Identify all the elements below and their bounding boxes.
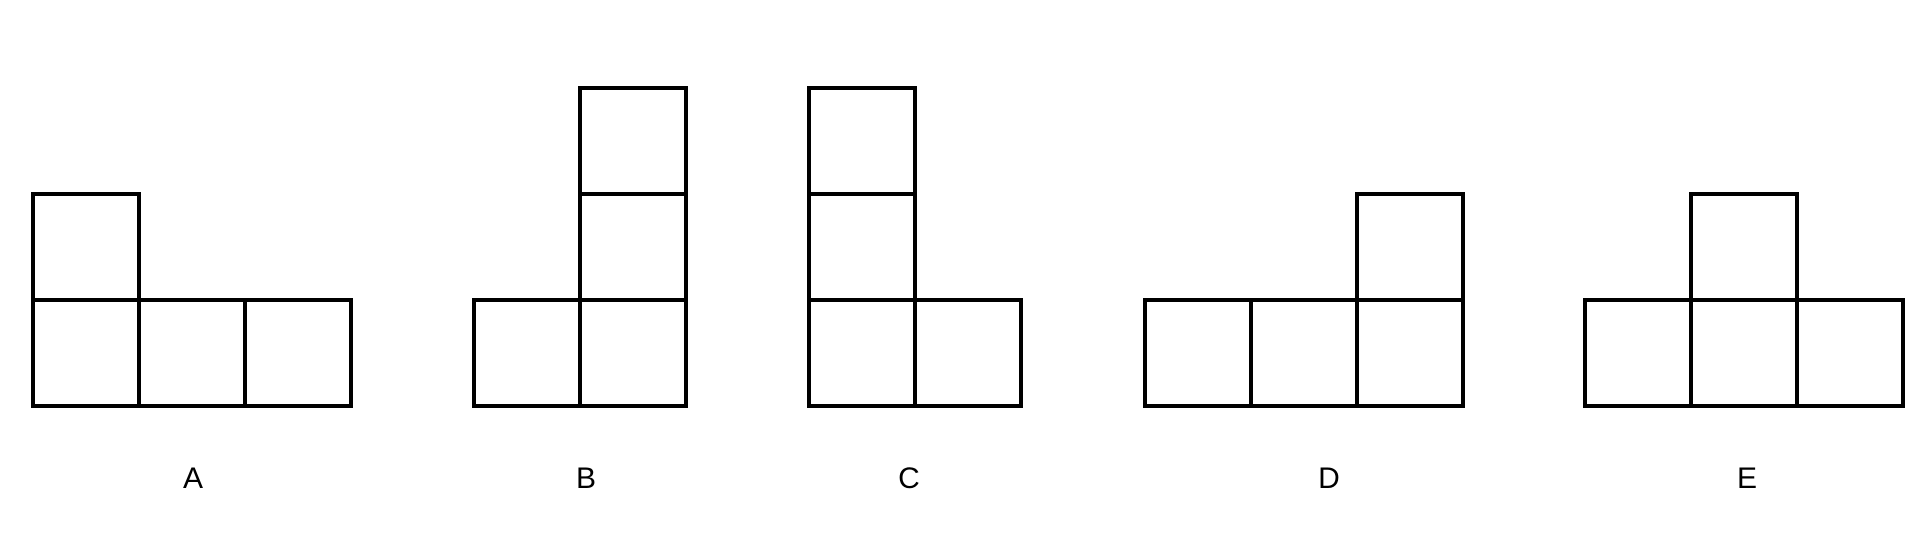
option-b-cell xyxy=(578,192,688,302)
option-c-cell xyxy=(807,86,917,196)
option-e-cell xyxy=(1689,298,1799,408)
option-c-cell xyxy=(807,192,917,302)
option-d-cell xyxy=(1355,298,1465,408)
option-e-cell xyxy=(1689,192,1799,302)
option-e-label: E xyxy=(1737,462,1757,495)
option-c-cell xyxy=(807,298,917,408)
option-c-label: C xyxy=(898,462,920,495)
option-d-cell xyxy=(1355,192,1465,302)
option-a-cell xyxy=(31,298,141,408)
option-c xyxy=(807,86,1023,408)
option-a-cell xyxy=(137,298,247,408)
option-b xyxy=(472,86,688,408)
option-b-cell xyxy=(472,298,582,408)
option-a-label: A xyxy=(183,462,203,495)
option-e-cell xyxy=(1795,298,1905,408)
option-d-cell xyxy=(1143,298,1253,408)
option-c-cell xyxy=(913,298,1023,408)
option-a xyxy=(31,192,353,408)
option-e xyxy=(1583,192,1905,408)
option-d-cell xyxy=(1249,298,1359,408)
option-d xyxy=(1143,192,1465,408)
option-b-label: B xyxy=(576,462,596,495)
option-b-cell xyxy=(578,298,688,408)
option-a-cell xyxy=(31,192,141,302)
option-d-label: D xyxy=(1318,462,1340,495)
option-b-cell xyxy=(578,86,688,196)
option-a-cell xyxy=(243,298,353,408)
option-e-cell xyxy=(1583,298,1693,408)
